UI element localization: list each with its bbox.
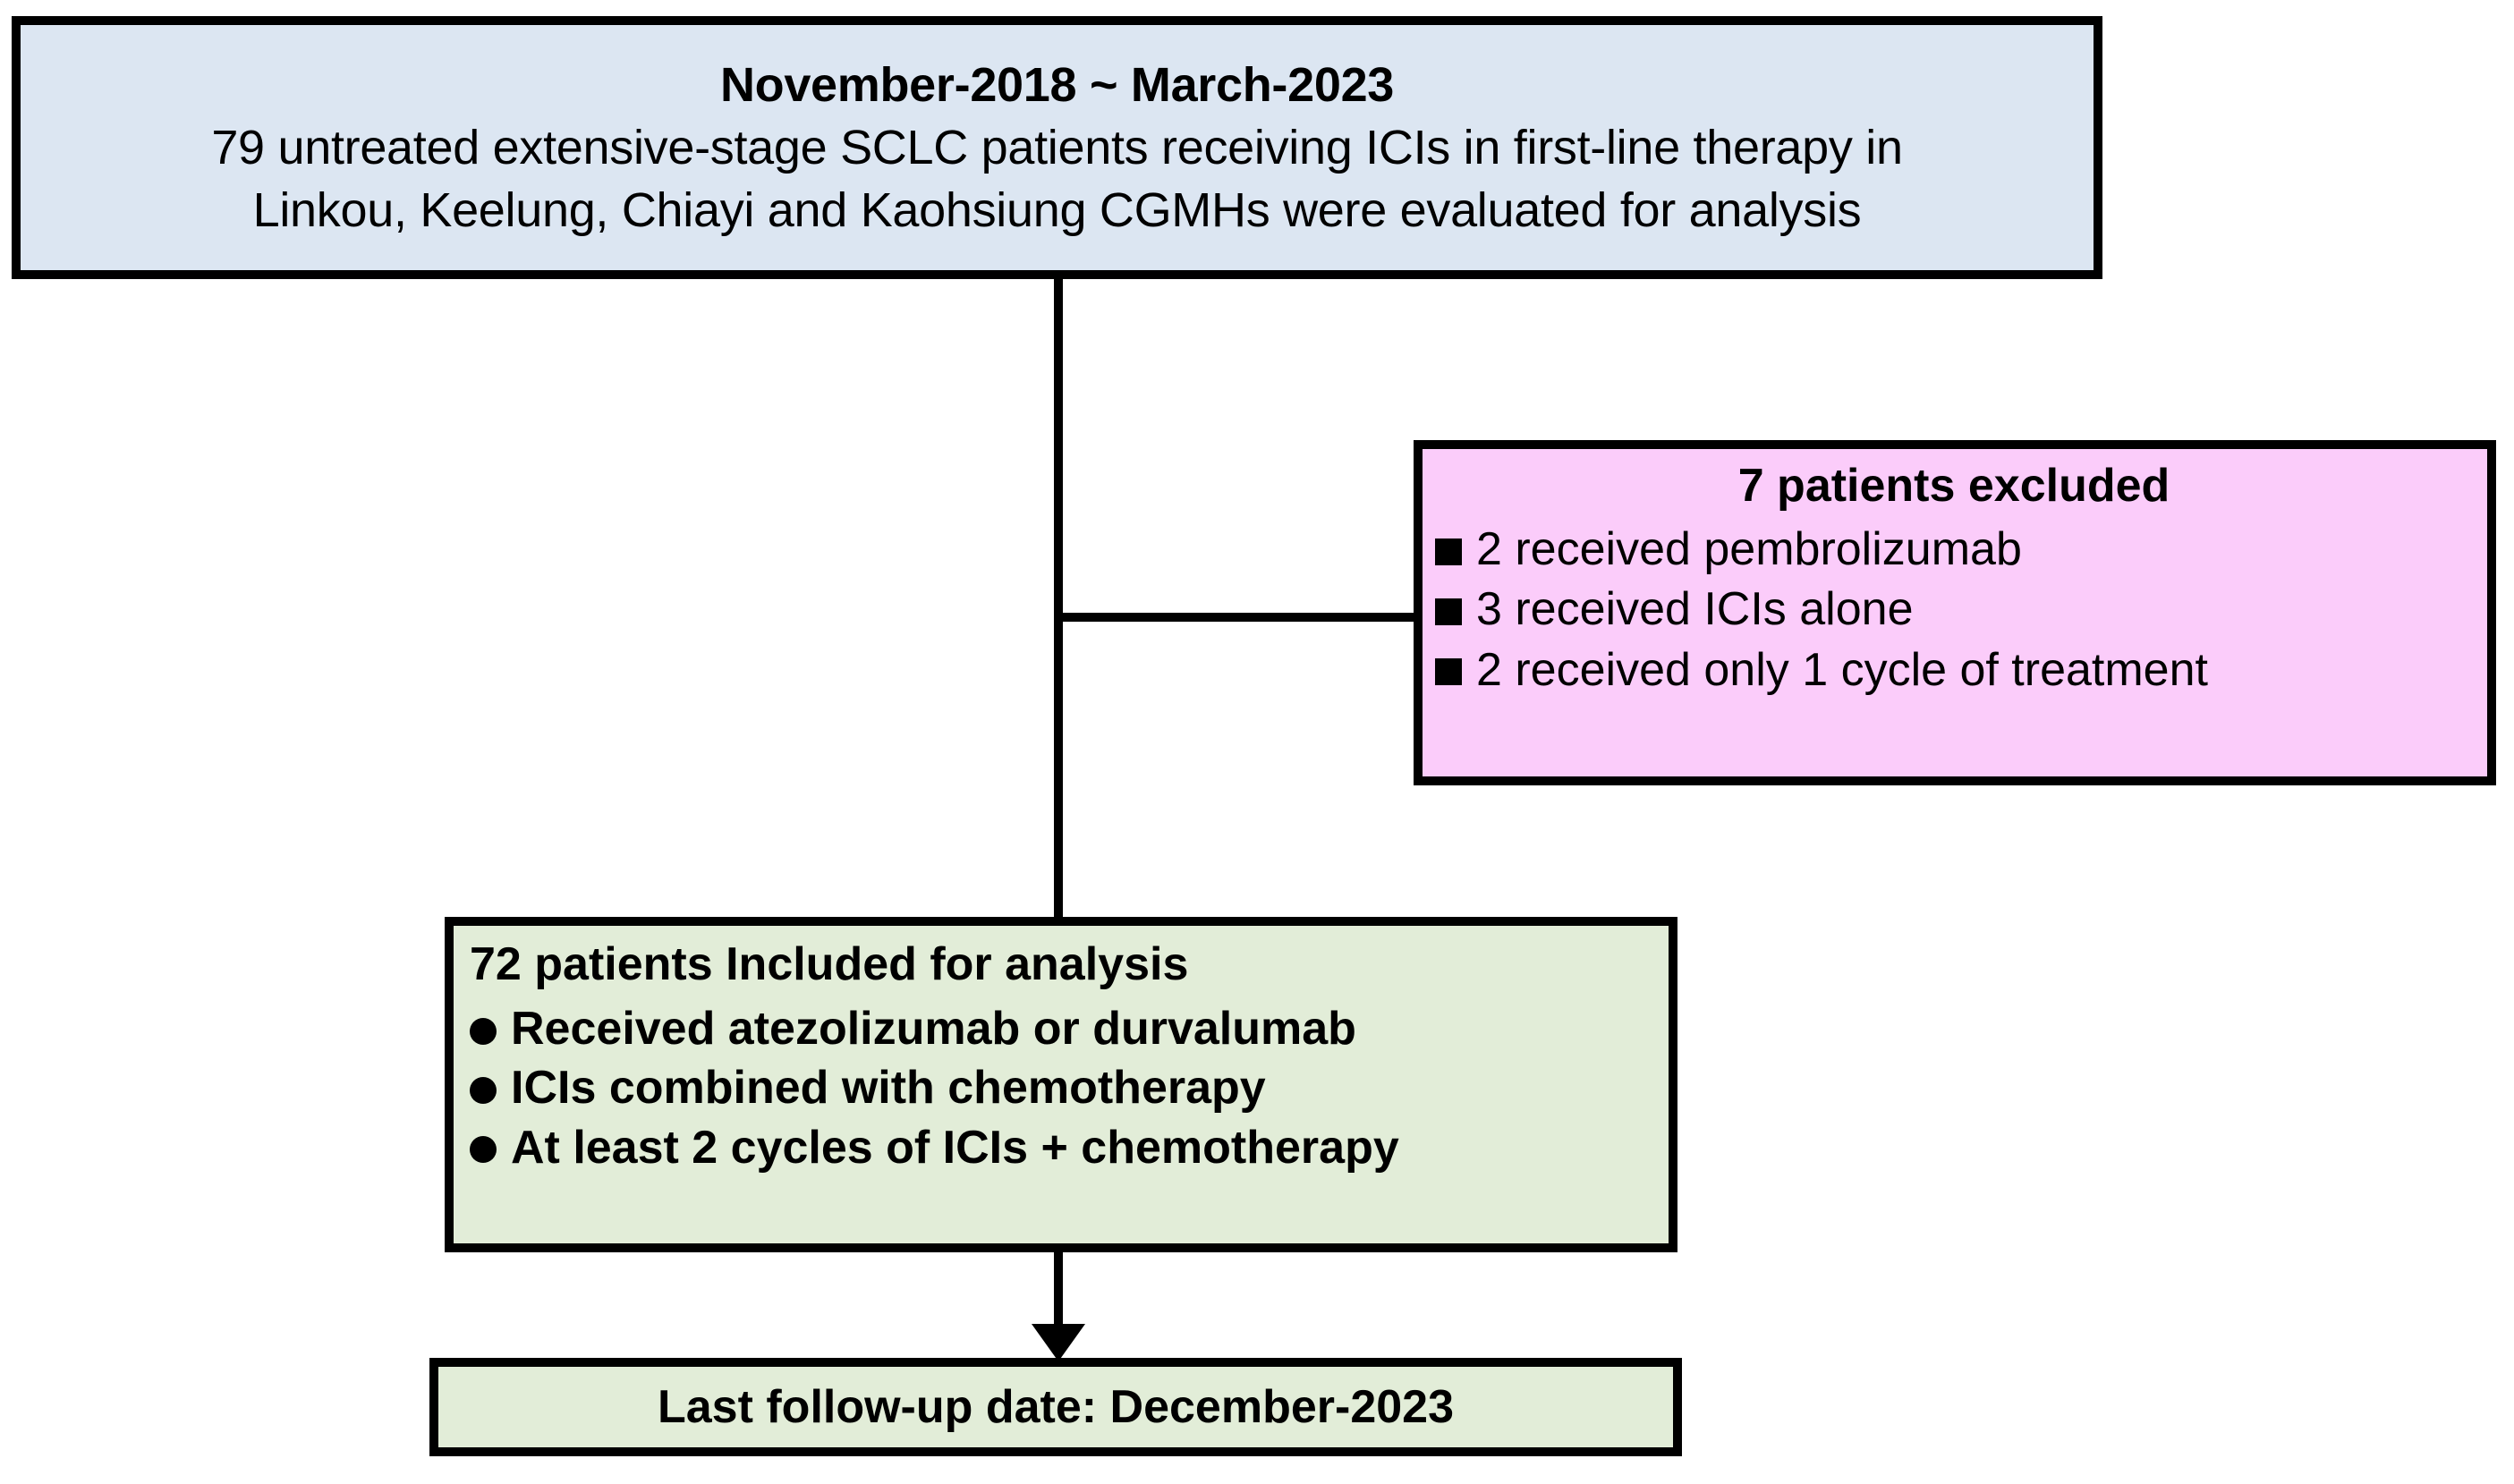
excluded-box-title: 7 patients excluded	[1737, 460, 2170, 512]
excluded-list-item-label: 3 received ICIs alone	[1476, 583, 1914, 636]
enrollment-description-line-1: 79 untreated extensive-stage SCLC patien…	[211, 120, 1903, 174]
last-followup-label: Last follow-up date: December-2023	[658, 1380, 1454, 1433]
included-patients-box: 72 patients Included for analysis Receiv…	[445, 917, 1677, 1252]
included-list-item-label: At least 2 cycles of ICIs + chemotherapy	[511, 1121, 1399, 1174]
excluded-list-item: 3 received ICIs alone	[1435, 584, 2473, 635]
square-bullet-icon	[1435, 658, 1462, 686]
square-bullet-icon	[1435, 538, 1462, 565]
excluded-list-item-label: 2 received pembrolizumab	[1476, 523, 2022, 576]
last-followup-box: Last follow-up date: December-2023	[429, 1358, 1682, 1456]
included-list-item: At least 2 cycles of ICIs + chemotherapy	[470, 1121, 1656, 1174]
excluded-list-item-label: 2 received only 1 cycle of treatment	[1476, 643, 2208, 696]
enrollment-date-range: November-2018 ~ March-2023	[719, 57, 1395, 112]
connector-branch-to-excluded	[1054, 613, 1417, 622]
included-list-item-label: ICIs combined with chemotherapy	[511, 1062, 1266, 1115]
excluded-list-item: 2 received only 1 cycle of treatment	[1435, 643, 2473, 696]
round-bullet-icon	[470, 1017, 497, 1045]
round-bullet-icon	[470, 1077, 497, 1105]
arrow-head-icon	[1032, 1324, 1085, 1361]
enrollment-description-line-2: Linkou, Keelung, Chiayi and Kaohsiung CG…	[252, 183, 1862, 238]
included-box-title: 72 patients Included for analysis	[470, 938, 1189, 990]
included-list-item: ICIs combined with chemotherapy	[470, 1063, 1656, 1114]
enrollment-box: November-2018 ~ March-2023 79 untreated …	[12, 16, 2102, 279]
included-list-item: Received atezolizumab or durvalumab	[470, 1004, 1656, 1055]
excluded-list-item: 2 received pembrolizumab	[1435, 524, 2473, 575]
square-bullet-icon	[1435, 598, 1462, 626]
excluded-patients-box: 7 patients excluded 2 received pembroliz…	[1414, 440, 2496, 785]
included-list-item-label: Received atezolizumab or durvalumab	[511, 1003, 1356, 1056]
connector-arrow-shaft	[1054, 1251, 1063, 1333]
round-bullet-icon	[470, 1136, 497, 1164]
connector-trunk-vertical	[1054, 277, 1063, 921]
